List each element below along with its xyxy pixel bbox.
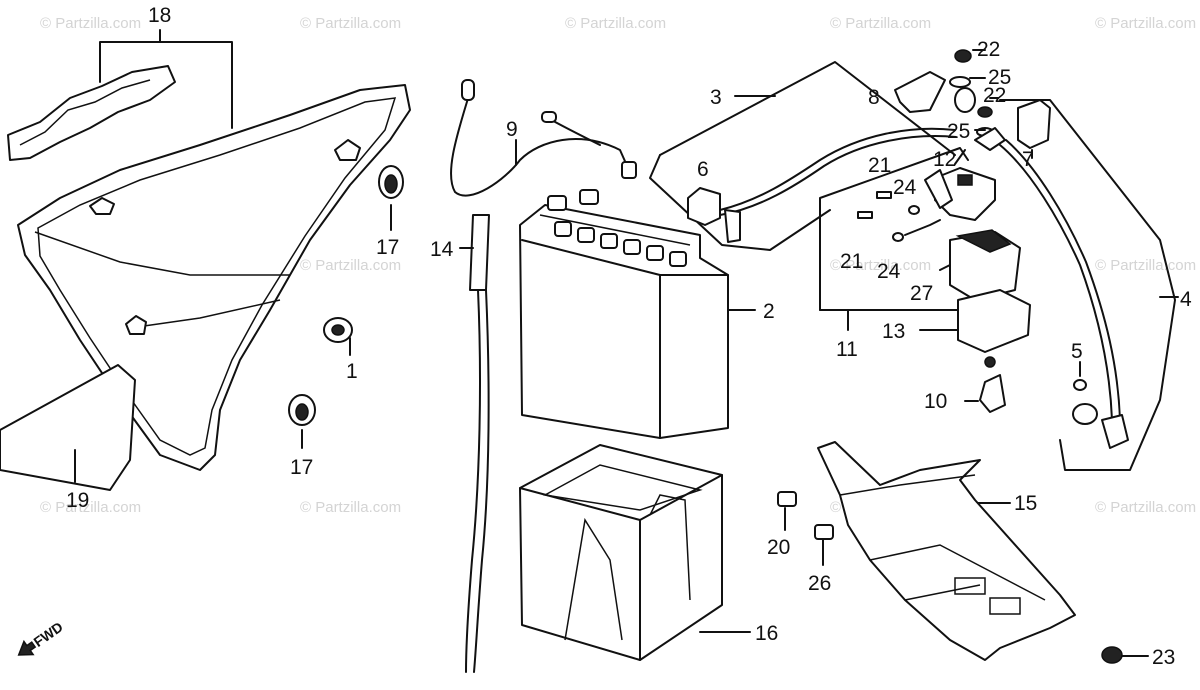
positive-cable-part (719, 127, 956, 211)
callout-13: 13 (882, 320, 905, 343)
callout-8: 8 (868, 86, 880, 109)
watermark-text: © Partzilla.com (40, 499, 141, 516)
callout-10: 10 (924, 390, 947, 413)
cap-5-part (1072, 403, 1098, 425)
nut-22-part (954, 49, 972, 63)
callout-19: 19 (66, 489, 89, 512)
callout-2: 2 (763, 300, 775, 323)
callout-22-mid: 22 (983, 84, 1006, 107)
side-cover-lower-part (0, 364, 136, 491)
callout-25-top: 25 (988, 66, 1011, 89)
relay-cover-part (957, 289, 1031, 353)
callout-21-lower: 21 (840, 250, 863, 273)
callout-17-upper: 17 (376, 236, 399, 259)
watermark-text: © Partzilla.com (1095, 499, 1196, 516)
callout-4: 4 (1180, 288, 1192, 311)
callout-1: 1 (346, 360, 358, 383)
battery-part (519, 204, 729, 439)
fwd-label: FWD (30, 619, 65, 650)
callout-15: 15 (1014, 492, 1037, 515)
callout-5: 5 (1071, 340, 1083, 363)
battery-caps (554, 221, 687, 267)
callout-16: 16 (755, 622, 778, 645)
fwd-indicator: FWD (17, 619, 66, 656)
watermark-text: © Partzilla.com (830, 15, 931, 32)
watermark-text: © Partzilla.com (1095, 257, 1196, 274)
watermark-text: © Partzilla.com (1095, 15, 1196, 32)
watermark-text: © Partzilla.com (300, 257, 401, 274)
negative-cable-part (449, 91, 629, 197)
fwd-arrow-icon (17, 639, 37, 656)
callout-25-mid: 25 (947, 120, 970, 143)
callout-27: 27 (910, 282, 933, 305)
breather-tube-part (469, 214, 490, 291)
bolt-20-part (777, 491, 797, 507)
callout-20: 20 (767, 536, 790, 559)
callout-21-upper: 21 (868, 154, 891, 177)
bolt-26-part (814, 524, 834, 540)
cap-7-part (1017, 99, 1051, 149)
watermark-text: © Partzilla.com (565, 15, 666, 32)
callout-7: 7 (1022, 148, 1034, 171)
terminal-cap-part (894, 71, 946, 113)
callout-3: 3 (710, 86, 722, 109)
battery-bracket-part (817, 441, 1076, 661)
nut-23-part (1101, 646, 1123, 664)
callout-9: 9 (506, 118, 518, 141)
watermark-text: © Partzilla.com (300, 15, 401, 32)
callout-11: 11 (836, 338, 858, 361)
wiring-group (649, 49, 1179, 664)
watermark-text: © Partzilla.com (40, 15, 141, 32)
callout-labels: 18 17 1 17 19 9 14 2 16 3 6 8 22 25 22 2… (66, 4, 1192, 669)
callout-18: 18 (148, 4, 171, 27)
seal-strip-part (7, 65, 176, 161)
callout-12: 12 (933, 148, 956, 171)
callout-14: 14 (430, 238, 454, 261)
washer-25-part (949, 76, 971, 88)
callout-17-lower: 17 (290, 456, 313, 479)
clamp-10-part (979, 374, 1006, 413)
watermark-text: © Partzilla.com (300, 499, 401, 516)
side-cover-group (0, 29, 411, 491)
callout-26: 26 (808, 572, 831, 595)
battery-box-part (519, 444, 723, 661)
callout-23: 23 (1152, 646, 1175, 669)
callout-22-top: 22 (977, 38, 1000, 61)
battery-group (449, 79, 756, 673)
callout-6: 6 (697, 158, 709, 181)
callout-24-lower: 24 (877, 260, 901, 283)
callout-24-upper: 24 (893, 176, 917, 199)
watermark-text: © Partzilla.com (830, 257, 931, 274)
fuse-holder-part (687, 187, 721, 226)
